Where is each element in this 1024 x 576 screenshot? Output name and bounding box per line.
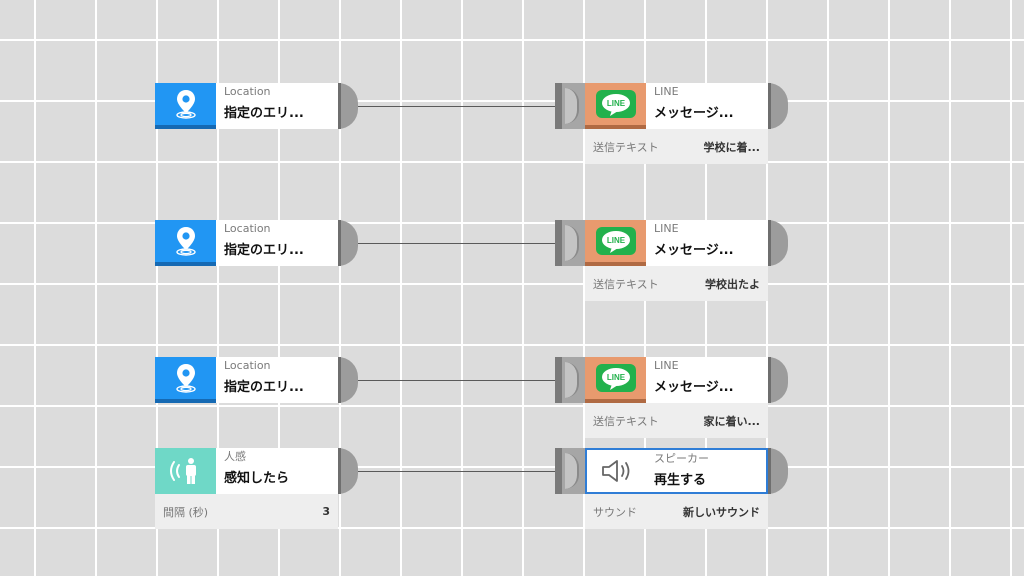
output-port[interactable] [768,448,788,494]
block-type-label: LINE [654,222,679,235]
line-app-icon: LINE [585,83,646,129]
location-pin-icon [155,357,216,403]
svg-text:LINE: LINE [606,236,625,245]
block-main-label: 感知したら [224,471,290,486]
input-port[interactable] [555,357,585,403]
output-port[interactable] [338,357,358,403]
block-card[interactable]: 人感 感知したら [155,448,338,494]
param-value: 3 [322,505,330,518]
output-port[interactable] [768,220,788,266]
block-type-label: Location [224,85,271,98]
connection-wire-1[interactable] [358,106,558,107]
input-port[interactable] [555,220,585,266]
line-app-icon: LINE [585,220,646,266]
svg-text:LINE: LINE [606,99,625,108]
input-port[interactable] [555,83,585,129]
block-main-label: メッセージ... [654,243,734,258]
param-key: 送信テキスト [593,140,659,154]
speaker-icon [587,450,646,492]
block-card[interactable]: LINE LINE メッセージ... [585,357,768,403]
block-main-label: 指定のエリ... [224,380,304,395]
block-type-label: スピーカー [654,452,709,465]
block-card[interactable]: スピーカー 再生する [585,448,768,494]
block-main-label: メッセージ... [654,106,734,121]
block-param-row[interactable]: 送信テキスト 学校に着... [585,129,768,164]
output-port[interactable] [338,83,358,129]
connection-wire-4[interactable] [358,471,558,472]
location-pin-icon [155,220,216,266]
block-main-label: 指定のエリ... [224,243,304,258]
output-port[interactable] [338,220,358,266]
block-card[interactable]: LINE LINE メッセージ... [585,220,768,266]
param-key: 送信テキスト [593,414,659,428]
connection-wire-3[interactable] [358,380,558,381]
input-port[interactable] [555,448,585,494]
svg-text:LINE: LINE [606,373,625,382]
output-port[interactable] [768,357,788,403]
connection-wire-2[interactable] [358,243,558,244]
block-param-row[interactable]: 間隔 (秒) 3 [155,494,338,529]
param-key: 送信テキスト [593,277,659,291]
param-value: 家に着い... [703,414,760,428]
block-param-row[interactable]: 送信テキスト 学校出たよ [585,266,768,301]
param-key: 間隔 (秒) [163,505,209,519]
block-main-label: メッセージ... [654,380,734,395]
param-key: サウンド [593,505,637,519]
block-card[interactable]: Location 指定のエリ... [155,83,338,129]
block-type-label: 人感 [224,450,246,463]
block-main-label: 指定のエリ... [224,106,304,121]
block-type-label: Location [224,359,271,372]
location-pin-icon [155,83,216,129]
line-app-icon: LINE [585,357,646,403]
output-port[interactable] [768,83,788,129]
block-param-row[interactable]: 送信テキスト 家に着い... [585,403,768,438]
param-value: 学校に着... [703,140,760,154]
output-port[interactable] [338,448,358,494]
motion-sensor-icon [155,448,216,494]
block-main-label: 再生する [654,473,707,488]
block-type-label: LINE [654,359,679,372]
block-type-label: LINE [654,85,679,98]
block-card[interactable]: LINE LINE メッセージ... [585,83,768,129]
block-type-label: Location [224,222,271,235]
param-value: 学校出たよ [705,277,760,291]
block-param-row[interactable]: サウンド 新しいサウンド [585,494,768,529]
block-card[interactable]: Location 指定のエリ... [155,220,338,266]
param-value: 新しいサウンド [683,505,760,519]
block-card[interactable]: Location 指定のエリ... [155,357,338,403]
